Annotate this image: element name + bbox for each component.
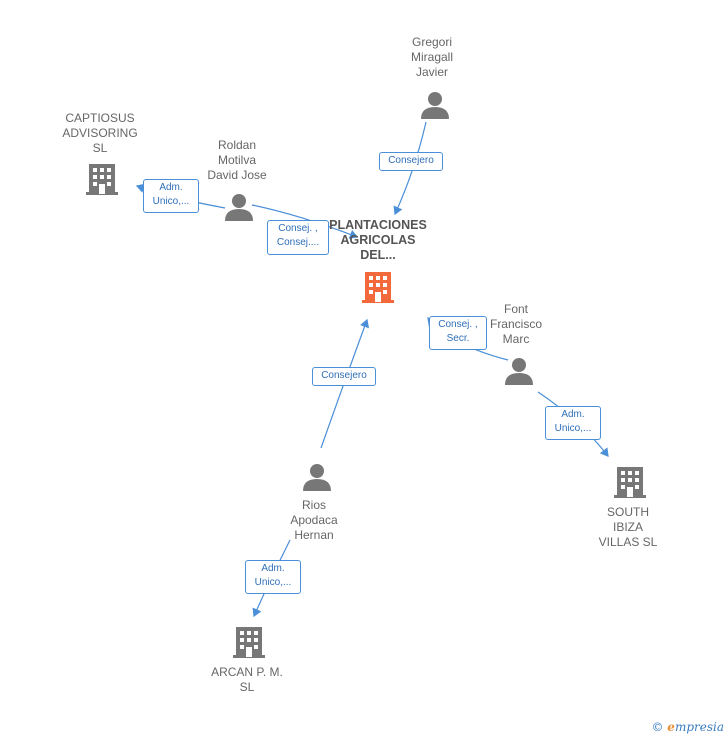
building-icon[interactable] [614, 465, 646, 499]
person-icon[interactable] [504, 356, 534, 386]
rios-label[interactable]: Rios Apodaca Hernan [290, 498, 338, 542]
south-label[interactable]: SOUTH IBIZA VILLAS SL [598, 505, 658, 549]
edge-label-roldan-main[interactable]: Consej. , Consej.... [267, 220, 329, 255]
font-label[interactable]: Font Francisco Marc [489, 302, 542, 346]
gregori-label[interactable]: Gregori Miragall Javier [410, 35, 453, 79]
edge-label-roldan-captiosus[interactable]: Adm. Unico,... [143, 179, 199, 213]
captiosus-label[interactable]: CAPTIOSUS ADVISORING SL [62, 111, 138, 155]
brand-footer: © empresia [651, 720, 724, 734]
person-icon[interactable] [420, 90, 450, 120]
roldan-label[interactable]: Roldan Motilva David Jose [207, 138, 267, 182]
edge-label-gregori-main[interactable]: Consejero [379, 152, 443, 171]
edge-label-font-main[interactable]: Consej. , Secr. [429, 316, 487, 350]
brand-logo-text: mpresia [674, 720, 724, 734]
arcan-label[interactable]: ARCAN P. M. SL [211, 665, 283, 694]
edge-roldan-main [251, 204, 359, 239]
edge-label-font-south[interactable]: Adm. Unico,... [545, 406, 601, 440]
main-node-label[interactable]: PLANTACIONES AGRICOLAS DEL... [329, 218, 427, 262]
building-icon[interactable] [362, 270, 394, 304]
person-icon[interactable] [224, 192, 254, 222]
edge-label-rios-arcan[interactable]: Adm. Unico,... [245, 560, 301, 594]
building-icon[interactable] [233, 625, 265, 659]
building-icon[interactable] [86, 162, 118, 196]
edge-label-rios-main[interactable]: Consejero [312, 367, 376, 386]
person-icon[interactable] [302, 462, 332, 492]
brand-logo-e: e [667, 720, 675, 734]
copyright-symbol: © [651, 720, 664, 734]
